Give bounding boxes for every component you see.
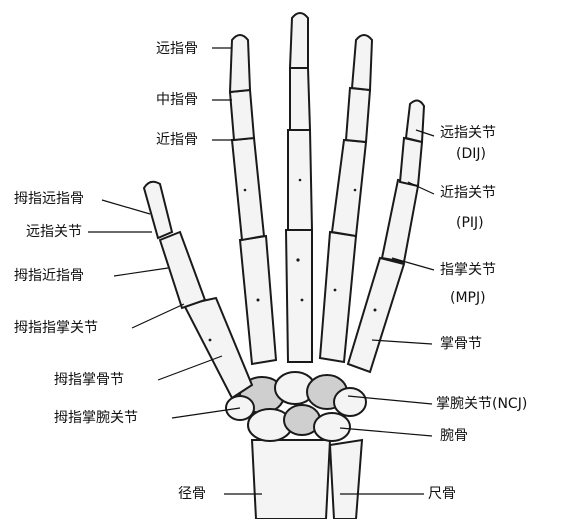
label-radius: 径骨 <box>178 485 206 503</box>
label-carpal: 腕骨 <box>440 427 468 445</box>
label-distal-joint-left: 远指关节 <box>26 223 82 241</box>
index-finger-bones <box>230 35 276 364</box>
label-distal-phalanx: 远指骨 <box>156 40 198 58</box>
label-pij-name: 近指关节 <box>440 184 496 202</box>
label-ncj: 掌腕关节(NCJ) <box>436 395 527 413</box>
label-dij-abbr: (DIJ) <box>456 145 486 163</box>
label-proximal-phalanx: 近指骨 <box>156 131 198 149</box>
label-metacarpal: 掌骨节 <box>440 335 482 353</box>
label-thumb-distal-phalanx: 拇指远指骨 <box>14 190 84 208</box>
middle-finger-bones <box>286 13 312 362</box>
label-ulna: 尺骨 <box>428 485 456 503</box>
ulna-bone <box>330 440 362 519</box>
label-pij-abbr: (PIJ) <box>456 214 484 232</box>
label-dij-name: 远指关节 <box>440 124 496 142</box>
label-middle-phalanx: 中指骨 <box>156 91 198 109</box>
radius-bone <box>252 440 330 519</box>
label-thumb-mcp-joint: 拇指指掌关节 <box>14 319 98 337</box>
label-thumb-metacarpal: 拇指掌骨节 <box>54 371 124 389</box>
label-mpj-abbr: (MPJ) <box>450 289 486 307</box>
label-thumb-cmc-joint: 拇指掌腕关节 <box>54 409 138 427</box>
label-mpj-name: 指掌关节 <box>440 261 496 279</box>
label-thumb-proximal-phalanx: 拇指近指骨 <box>14 267 84 285</box>
